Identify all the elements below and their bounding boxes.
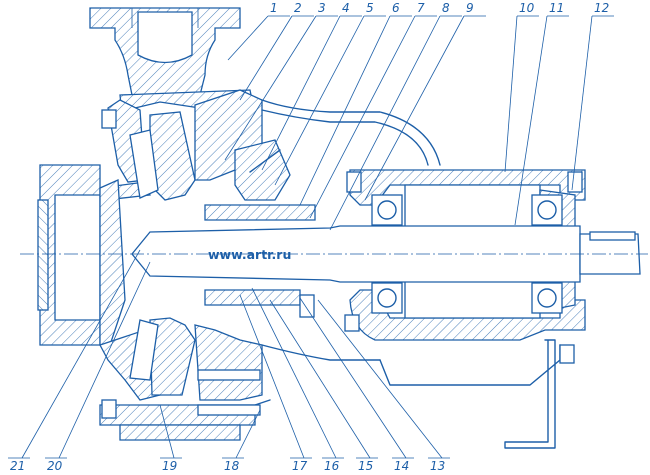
part-number-5: 5 <box>366 1 374 15</box>
part-number-7: 7 <box>417 1 425 15</box>
leader-line-11 <box>514 15 548 226</box>
part-number-18: 18 <box>224 459 240 473</box>
leader-line-20 <box>58 261 151 459</box>
part-number-4: 4 <box>342 1 350 15</box>
leader-line-19 <box>159 404 175 459</box>
part-number-6: 6 <box>392 1 400 15</box>
watermark: www.artr.ru <box>208 247 291 262</box>
leader-line-14 <box>299 297 407 459</box>
part-number-14: 14 <box>394 459 409 473</box>
part-number-21: 21 <box>10 459 25 473</box>
support-foot <box>504 339 556 449</box>
part-number-17: 17 <box>292 459 308 473</box>
leader-line-7 <box>309 15 416 219</box>
leader-line-13 <box>317 299 443 459</box>
part-number-13: 13 <box>430 459 445 473</box>
part-number-16: 16 <box>324 459 340 473</box>
leader-line-9 <box>364 15 465 201</box>
discharge-nozzle <box>89 7 241 96</box>
leader-line-4 <box>261 15 341 171</box>
leader-line-18 <box>235 409 261 459</box>
part-number-2: 2 <box>294 1 302 15</box>
part-number-15: 15 <box>358 459 373 473</box>
part-number-12: 12 <box>594 1 609 15</box>
leader-line-21 <box>21 249 141 459</box>
part-number-3: 3 <box>318 1 326 15</box>
leader-line-8 <box>329 15 441 231</box>
leader-line-5 <box>274 15 365 186</box>
bolts <box>101 109 583 419</box>
part-number-9: 9 <box>466 1 474 15</box>
leader-line-3 <box>224 15 317 161</box>
bearing-inboard <box>371 194 403 314</box>
part-number-11: 11 <box>549 1 564 15</box>
suction-inlet <box>37 164 126 346</box>
leader-line-10 <box>504 15 518 173</box>
leader-line-17 <box>239 294 305 459</box>
leader-line-16 <box>251 287 337 459</box>
part-number-1: 1 <box>270 1 278 15</box>
part-number-19: 19 <box>162 459 177 473</box>
leader-line-12 <box>571 15 593 191</box>
bearing-outboard <box>531 194 563 314</box>
leader-line-1 <box>227 15 269 61</box>
leader-line-2 <box>239 15 293 101</box>
leader-lines <box>8 15 614 459</box>
impeller <box>129 111 196 396</box>
part-number-8: 8 <box>442 1 450 15</box>
leader-line-6 <box>299 15 391 206</box>
leader-line-15 <box>269 299 371 459</box>
part-number-20: 20 <box>47 459 63 473</box>
part-number-10: 10 <box>519 1 535 15</box>
